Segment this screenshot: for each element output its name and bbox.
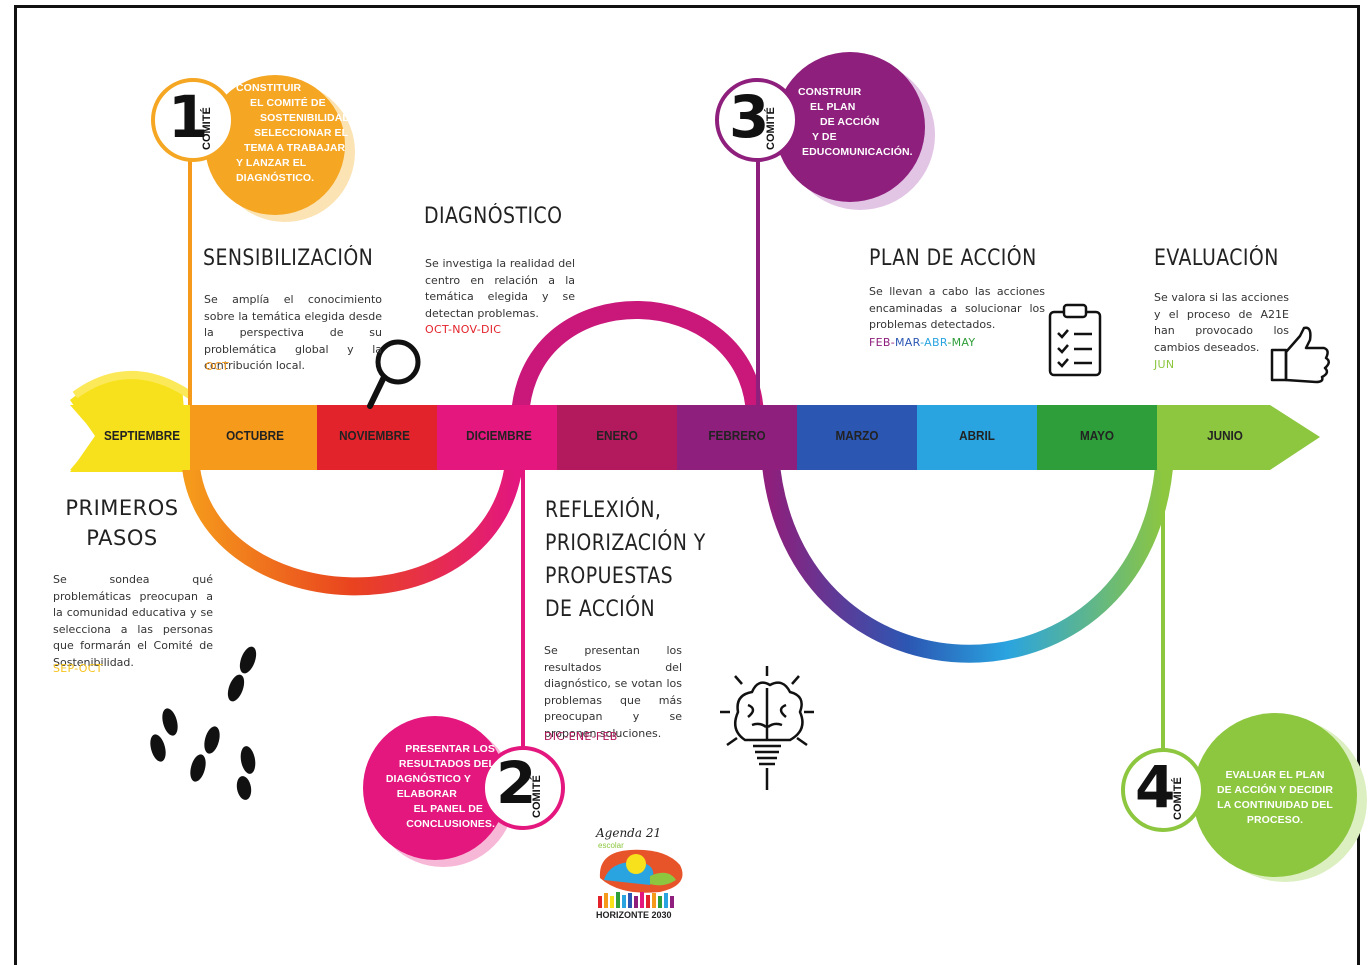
band-octubre [190, 405, 317, 470]
thumbs-up-icon [1270, 326, 1330, 384]
comite-1-number: 1 [168, 83, 209, 151]
month-diciembre: DICIEMBRE [466, 428, 532, 443]
comite-4-text: EVALUAR EL PLAN DE ACCIÓN Y DECIDIR LA C… [1216, 769, 1334, 826]
comite-3-number: 3 [729, 83, 770, 151]
plan-accion-desc: Se llevan a cabo las acciones encaminada… [869, 285, 1045, 331]
start-swoosh-highlight [72, 371, 193, 399]
month-septiembre: SEPTIEMBRE [103, 428, 181, 443]
primeros-pasos-desc: Se sondea qué problemáticas preocupan a … [53, 573, 213, 669]
band-septiembre [70, 405, 190, 470]
brain-bulb-icon [720, 666, 814, 790]
band-diciembre [437, 405, 557, 470]
month-marzo: MARZO [835, 428, 879, 443]
comite-4-number: 4 [1135, 753, 1176, 821]
comite-3-label: COMITÉ [765, 107, 777, 150]
comite-2-bubble [363, 716, 507, 860]
primeros-pasos-months: SEP-OCT [53, 662, 103, 675]
reflexion-months: DIC-ENE-FEB [544, 730, 618, 743]
band-mayo [1037, 405, 1157, 470]
comite-3-text: CONSTRUIR EL PLAN DE ACCIÓN Y DE EDUCOMU… [798, 86, 913, 158]
band-marzo [797, 405, 917, 470]
logo-footer: HORIZONTE 2030 [596, 910, 672, 920]
month-octubre: OCTUBRE [226, 428, 284, 443]
comite-4-label: COMITÉ [1172, 777, 1184, 820]
plan-accion-months: FEB-MAR-ABR-MAY [869, 336, 976, 349]
agenda21-logo [598, 849, 683, 908]
month-mayo: MAYO [1079, 428, 1115, 443]
primeros-pasos-title: PRIMEROS PASOS [65, 496, 179, 550]
month-febrero: FEBRERO [708, 428, 766, 443]
reflexion-desc: Se presentan los resultados del diagnóst… [544, 644, 682, 740]
arc-diciembre-febrero [511, 301, 764, 416]
sensibilizacion-months: OCT [205, 360, 229, 373]
diagnostico-desc: Se investiga la realidad del centro en r… [425, 257, 575, 320]
diagnostico-title: DIAGNÓSTICO [424, 204, 563, 229]
comite-3-badge [715, 78, 799, 162]
comite-1-badge [151, 78, 235, 162]
comite-2-text: PRESENTAR LOS RESULTADOS DEL DIAGNÓSTICO… [385, 743, 495, 830]
comite-2-number: 2 [496, 749, 537, 817]
footprints-icon [150, 646, 257, 800]
comite-1-label: COMITÉ [201, 107, 213, 150]
evaluacion-desc: Se valora si las acciones y el proceso d… [1154, 291, 1289, 354]
page-frame [14, 5, 1360, 965]
evaluacion-months: JUN [1154, 358, 1175, 371]
month-enero: ENERO [596, 428, 638, 443]
band-enero [557, 405, 677, 470]
arc-octubre-diciembre [181, 454, 524, 596]
month-band [70, 405, 1320, 470]
logo-subtitle: escolar [598, 841, 624, 850]
sensibilizacion-title: SENSIBILIZACIÓN [203, 246, 374, 271]
diagnostico-months: OCT-NOV-DIC [425, 323, 502, 336]
band-febrero [677, 405, 797, 470]
comite-2-badge [481, 746, 565, 830]
comite-2-label: COMITÉ [531, 775, 543, 818]
band-junio [1157, 405, 1320, 470]
month-noviembre: NOVIEMBRE [339, 428, 410, 443]
band-abril [917, 405, 1037, 470]
magnifier-icon [367, 339, 421, 409]
sensibilizacion-desc: Se amplía el conocimiento sobre la temát… [204, 293, 382, 372]
month-abril: ABRIL [959, 428, 995, 443]
band-noviembre [317, 405, 437, 470]
evaluacion-title: EVALUACIÓN [1154, 246, 1279, 271]
comite-4-bubble [1193, 713, 1357, 877]
clipboard-icon [1048, 303, 1102, 377]
comite-1-text: CONSTITUIR EL COMITÉ DE SOSTENIBILIDAD, … [236, 82, 354, 184]
arc-febrero-junio [761, 454, 1174, 663]
comite-4-badge [1121, 748, 1205, 832]
comite-1-bubble [205, 75, 345, 215]
logo-title: Agenda 21 [596, 826, 662, 840]
comite-3-bubble [775, 52, 925, 202]
reflexion-title: REFLEXIÓN, PRIORIZACIÓN Y PROPUESTAS DE … [545, 498, 706, 622]
month-junio: JUNIO [1207, 428, 1243, 443]
plan-accion-title: PLAN DE ACCIÓN [869, 246, 1037, 271]
